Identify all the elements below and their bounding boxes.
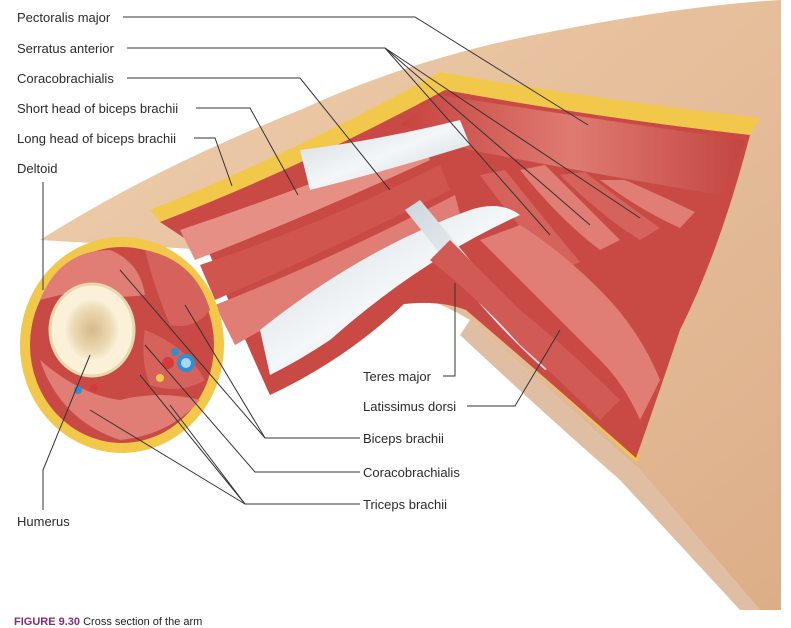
figure-caption: FIGURE 9.30 Cross section of the arm	[14, 616, 202, 628]
figure-number: FIGURE 9.30	[14, 616, 81, 628]
label-short-head-biceps: Short head of biceps brachii	[17, 101, 179, 116]
label-pectoralis-major: Pectoralis major	[17, 10, 111, 25]
label-biceps-brachii: Biceps brachii	[363, 431, 444, 446]
label-deltoid: Deltoid	[17, 161, 58, 176]
subcutaneous-fat	[150, 72, 760, 222]
label-coracobrachialis-top: Coracobrachialis	[17, 71, 114, 86]
leader-lines	[42, 16, 641, 510]
label-teres-major: Teres major	[363, 369, 431, 384]
label-latissimus-dorsi: Latissimus dorsi	[363, 399, 457, 414]
label-humerus: Humerus	[17, 514, 70, 529]
label-serratus-anterior: Serratus anterior	[17, 41, 114, 56]
label-long-head-biceps: Long head of biceps brachii	[17, 131, 177, 146]
figure-caption-text: Cross section of the arm	[83, 616, 203, 628]
label-coracobrachialis-bottom: Coracobrachialis	[363, 465, 460, 480]
label-triceps-brachii: Triceps brachii	[363, 497, 448, 512]
cross-section	[20, 237, 224, 453]
